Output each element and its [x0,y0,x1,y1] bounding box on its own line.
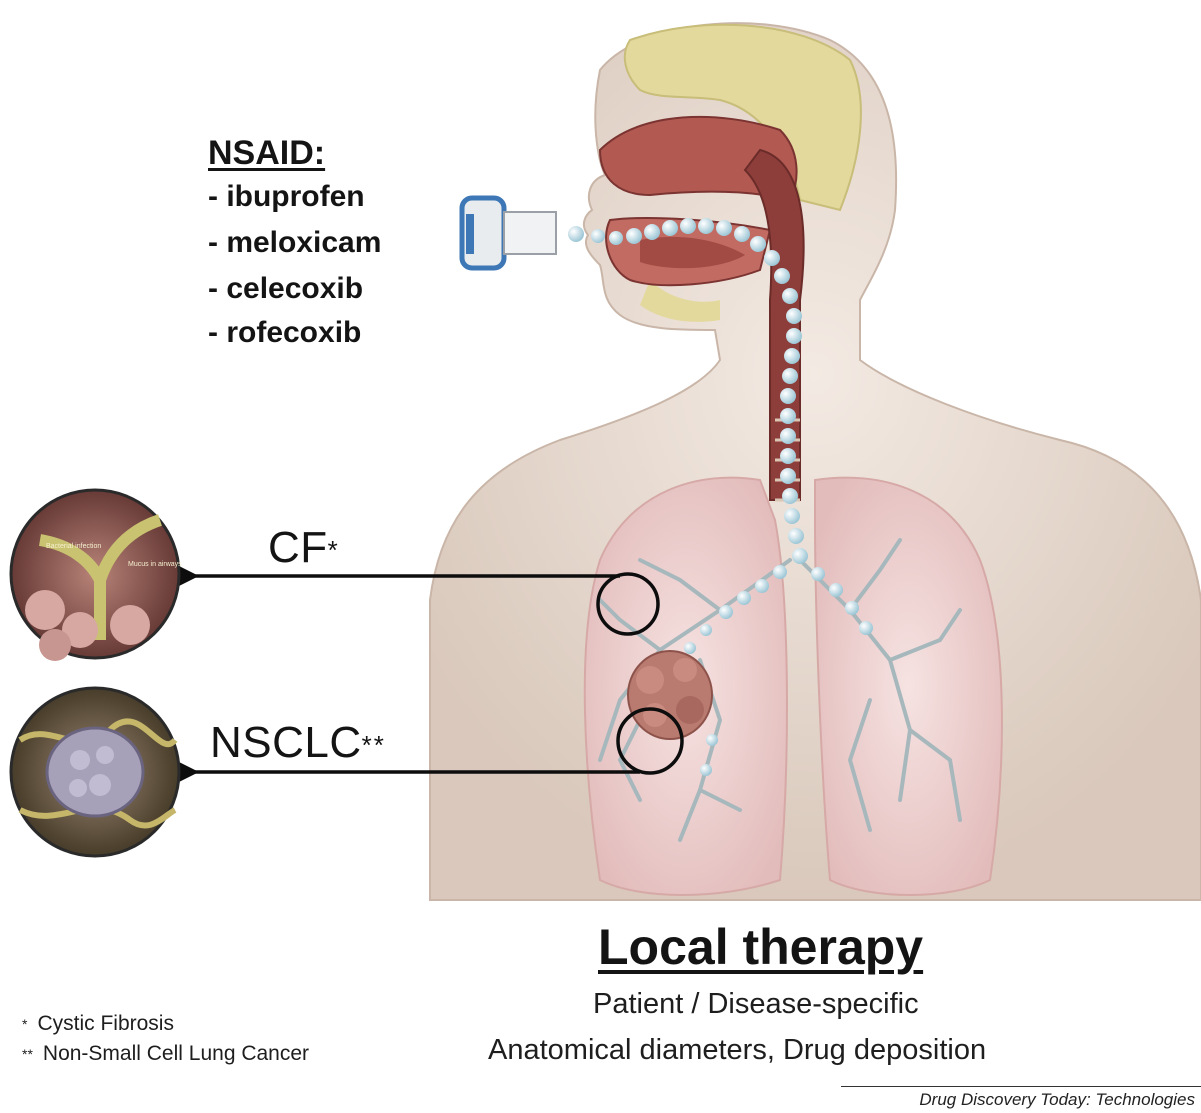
footnote-1-marker: * [22,1016,27,1032]
subtitle-line-1: Patient / Disease-specific [593,988,919,1021]
nsclc-inset-image [11,688,179,856]
footnote-2-marker: ** [22,1046,33,1062]
drug-celecoxib: - celecoxib [208,272,363,306]
nsclc-label: NSCLC [210,718,362,767]
drug-rofecoxib: - rofecoxib [208,316,361,350]
cf-callout-label: CF* [268,523,340,573]
subtitle-line-2: Anatomical diameters, Drug deposition [488,1034,986,1067]
drug-ibuprofen: - ibuprofen [208,180,365,214]
inhaler-device [462,198,556,268]
cf-label: CF [268,523,328,572]
footnote-nsclc: ** Non-Small Cell Lung Cancer [22,1042,309,1066]
inset-label-1: Bacterial infection [46,543,101,550]
footnote-1-text: Cystic Fibrosis [37,1012,174,1035]
nsaid-title: NSAID: [208,134,325,173]
cf-marker: * [328,535,340,565]
main-title: Local therapy [598,918,923,976]
drug-meloxicam: - meloxicam [208,226,381,260]
nsclc-marker: ** [362,730,386,760]
cf-inset-image [11,490,179,661]
source-credit: Drug Discovery Today: Technologies [919,1090,1195,1110]
tumor-mass [628,651,712,739]
source-rule [841,1086,1201,1087]
inset-label-2: Mucus in airways [128,561,182,568]
nsclc-callout-label: NSCLC** [210,718,386,768]
footnote-2-text: Non-Small Cell Lung Cancer [43,1042,309,1065]
footnote-cystic-fibrosis: * Cystic Fibrosis [22,1012,174,1036]
